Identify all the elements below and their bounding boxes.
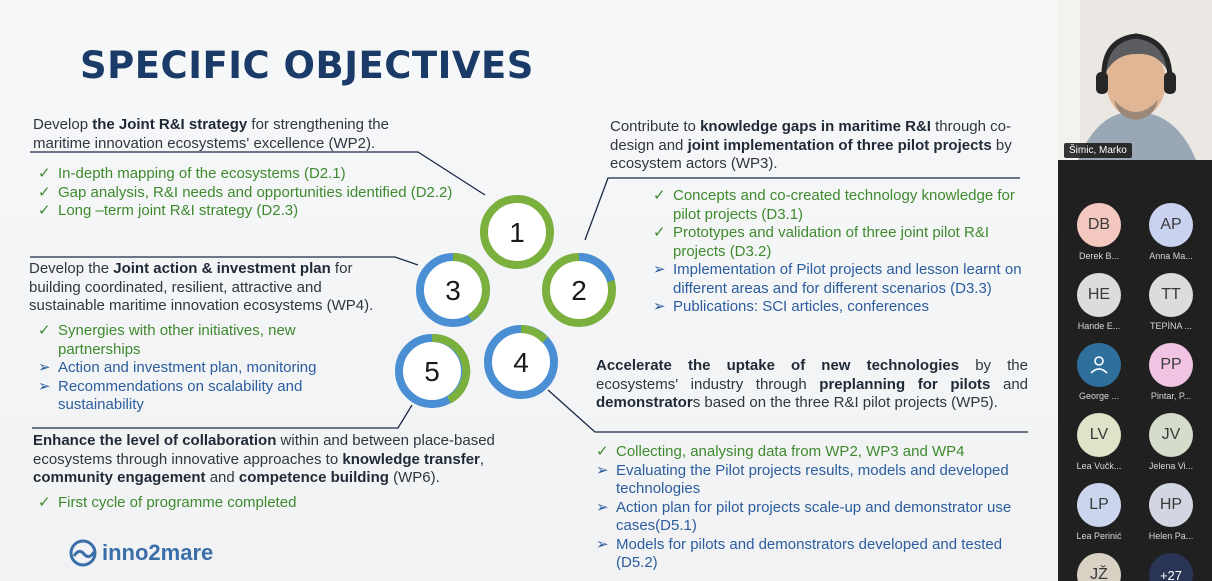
list-item: ➢Models for pilots and demonstrators dev… bbox=[596, 535, 1003, 572]
participant-tile[interactable]: JV Jelena Vi... bbox=[1134, 413, 1208, 471]
participant-name: Lea Perinić bbox=[1076, 531, 1122, 541]
participant-name: Pintar, P... bbox=[1150, 391, 1192, 401]
connector-2 bbox=[584, 177, 1020, 241]
participant-name: Helen Pa... bbox=[1148, 531, 1194, 541]
participant-name: TEPİNA ... bbox=[1149, 321, 1192, 331]
list-item: ✓First cycle of programme completed bbox=[38, 494, 297, 511]
list-item: ➢Evaluating the Pilot projects results, … bbox=[596, 461, 1009, 498]
participant-initials: DB bbox=[1087, 216, 1111, 233]
connector-5 bbox=[32, 404, 413, 429]
participant-avatar: HE bbox=[1077, 273, 1121, 317]
participant-avatar: JŽ bbox=[1077, 553, 1121, 581]
circle-5-number: 5 bbox=[424, 356, 440, 387]
participant-initials: TT bbox=[1161, 286, 1181, 303]
presentation-slide: SPECIFIC OBJECTIVES 1 2 3 4 5 Develop th… bbox=[0, 0, 1058, 581]
slide-title: SPECIFIC OBJECTIVES bbox=[80, 44, 534, 87]
participant-name: Jelena Vi... bbox=[1148, 461, 1194, 471]
participant-avatar bbox=[1077, 343, 1121, 387]
participant-tile[interactable]: George ... bbox=[1062, 343, 1136, 401]
participant-initials: HP bbox=[1159, 496, 1183, 513]
circle-1-number: 1 bbox=[509, 217, 525, 248]
logo-text: inno2mare bbox=[102, 540, 214, 565]
participant-initials: JŽ bbox=[1090, 566, 1108, 581]
participant-avatar: LV bbox=[1077, 413, 1121, 457]
list-item: ✓Synergies with other initiatives, new p… bbox=[38, 322, 296, 358]
wp4-description: Develop the Joint action & investment pl… bbox=[29, 260, 374, 314]
circle-3-number: 3 bbox=[445, 275, 461, 306]
speaker-video[interactable]: Šimic, Marko bbox=[1058, 0, 1212, 160]
circle-2-number: 2 bbox=[571, 275, 587, 306]
participant-avatar: PP bbox=[1149, 343, 1193, 387]
connector-3 bbox=[30, 256, 419, 266]
participant-avatar: HP bbox=[1149, 483, 1193, 527]
participant-avatar: DB bbox=[1077, 203, 1121, 247]
participant-name: Lea Vučk... bbox=[1076, 461, 1122, 471]
participant-tile[interactable]: +27 bbox=[1134, 553, 1208, 581]
participant-initials: +27 bbox=[1159, 567, 1183, 581]
speaker-name: Šimic, Marko bbox=[1064, 143, 1132, 158]
wp3-deliverables: ✓Concepts and co-created technology know… bbox=[648, 187, 1028, 317]
wp5-description: Accelerate the uptake of new technologie… bbox=[596, 357, 1028, 411]
participant-name: Derek B... bbox=[1078, 251, 1119, 261]
participant-tile[interactable]: JŽ bbox=[1062, 553, 1136, 581]
participant-name: Hande E... bbox=[1077, 321, 1121, 331]
circle-3: 3 bbox=[416, 253, 491, 327]
inno2mare-logo: inno2mare bbox=[68, 538, 213, 568]
participant-tile[interactable]: TT TEPİNA ... bbox=[1134, 273, 1208, 331]
list-item: ✓In-depth mapping of the ecosystems (D2.… bbox=[38, 165, 346, 182]
participant-tile[interactable]: HP Helen Pa... bbox=[1134, 483, 1208, 541]
wp3-description: Contribute to knowledge gaps in maritime… bbox=[610, 118, 1012, 172]
list-item: ✓Concepts and co-created technology know… bbox=[653, 187, 1015, 223]
connector-1 bbox=[30, 151, 486, 196]
user-icon bbox=[1090, 356, 1108, 374]
list-item: ✓Gap analysis, R&I needs and opportuniti… bbox=[38, 183, 453, 201]
list-item: ✓Long –term joint R&I strategy (D2.3) bbox=[38, 202, 299, 219]
wave-logo-icon bbox=[69, 539, 97, 567]
wp6-deliverables: ✓First cycle of programme completed bbox=[33, 494, 453, 513]
list-item: ➢Action plan for pilot projects scale-up… bbox=[596, 498, 1012, 535]
participant-initials: JV bbox=[1161, 426, 1181, 443]
participant-avatar: +27 bbox=[1149, 553, 1193, 581]
participant-initials: AP bbox=[1160, 216, 1182, 233]
list-item: ✓Prototypes and validation of three join… bbox=[653, 224, 990, 260]
wp2-deliverables: ✓In-depth mapping of the ecosystems (D2.… bbox=[33, 165, 453, 221]
list-item: ➢Recommendations on scalability and sust… bbox=[38, 377, 303, 414]
participant-tile[interactable]: DB Derek B... bbox=[1062, 203, 1136, 261]
participant-name: George ... bbox=[1078, 391, 1120, 401]
circle-1: 1 bbox=[480, 195, 554, 269]
participant-initials: HE bbox=[1087, 286, 1111, 303]
participant-tile[interactable]: LV Lea Vučk... bbox=[1062, 413, 1136, 471]
participant-avatar: LP bbox=[1077, 483, 1121, 527]
list-item: ✓Collecting, analysing data from WP2, WP… bbox=[596, 443, 965, 460]
wp4-deliverables: ✓Synergies with other initiatives, new p… bbox=[33, 322, 373, 415]
participant-avatar: AP bbox=[1149, 203, 1193, 247]
participant-name: Anna Ma... bbox=[1149, 251, 1193, 261]
circle-4-number: 4 bbox=[513, 347, 529, 378]
connector-4 bbox=[547, 389, 1028, 433]
participant-tile[interactable]: HE Hande E... bbox=[1062, 273, 1136, 331]
participant-initials: LV bbox=[1089, 426, 1109, 443]
objectives-diagram: 1 2 3 4 5 bbox=[30, 151, 1028, 433]
participant-tile[interactable]: PP Pintar, P... bbox=[1134, 343, 1208, 401]
participant-tile[interactable]: LP Lea Perinić bbox=[1062, 483, 1136, 541]
list-item: ➢Publications: SCI articles, conferences bbox=[653, 298, 929, 315]
list-item: ➢Action and investment plan, monitoring bbox=[38, 359, 317, 376]
wp6-description: Enhance the level of collaboration withi… bbox=[33, 432, 495, 486]
speaker-avatar-icon bbox=[1058, 0, 1212, 160]
wp5-deliverables: ✓Collecting, analysing data from WP2, WP… bbox=[591, 443, 1031, 573]
participant-initials: PP bbox=[1160, 356, 1182, 373]
list-item: ➢Implementation of Pilot projects and le… bbox=[653, 261, 1022, 297]
participant-tile[interactable]: AP Anna Ma... bbox=[1134, 203, 1208, 261]
participant-avatar: JV bbox=[1149, 413, 1193, 457]
circle-4: 4 bbox=[484, 325, 558, 399]
participant-initials: LP bbox=[1089, 496, 1109, 513]
circle-5: 5 bbox=[395, 333, 471, 408]
circle-2: 2 bbox=[542, 252, 616, 327]
participant-avatar: TT bbox=[1149, 273, 1193, 317]
wp2-description: Develop the Joint R&I strategy for stren… bbox=[33, 116, 389, 152]
